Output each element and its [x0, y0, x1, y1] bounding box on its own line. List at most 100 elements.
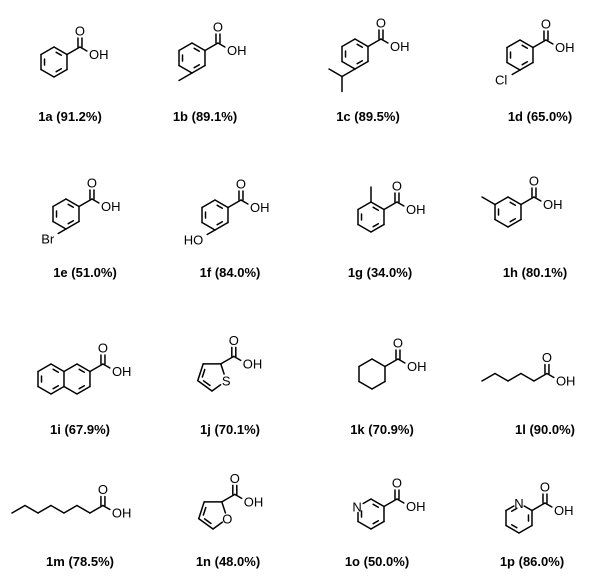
bond-line [523, 505, 533, 512]
bond-line [380, 38, 389, 44]
compound-label: 1m (78.5%) [46, 554, 114, 569]
double-bond-line [193, 47, 201, 53]
bond-line [494, 218, 509, 228]
bond-line [519, 39, 534, 49]
bond-line [197, 501, 205, 520]
carbonyl-oxygen-label: O [540, 480, 550, 495]
bond-line [357, 223, 372, 233]
bond-line [66, 46, 81, 56]
compound-yield: (91.2%) [56, 109, 102, 124]
bond-line [519, 61, 534, 71]
bond-line [507, 196, 522, 206]
carbonyl-oxygen-label: O [75, 24, 85, 39]
bond-line [191, 64, 206, 74]
bond-line [63, 385, 78, 395]
bond-line [206, 229, 216, 236]
bond-line [520, 196, 535, 206]
hydroxyl-label: OH [227, 43, 247, 58]
bond-line [76, 385, 91, 395]
bond-line [383, 498, 398, 508]
bond-line [196, 379, 213, 392]
bond-line [518, 524, 533, 534]
bond-line [52, 220, 67, 230]
bond-line [178, 64, 193, 74]
carbonyl-oxygen-label: O [98, 482, 108, 497]
bond-line [370, 201, 385, 211]
compound-id: 1n [196, 554, 211, 569]
hydroxyl-label: OH [112, 506, 132, 521]
bond-line [511, 69, 521, 76]
hydroxyl-label: OH [101, 199, 121, 214]
compound-yield: (84.0%) [215, 265, 261, 280]
double-bond-line [372, 206, 380, 212]
carbonyl-oxygen-label: O [393, 336, 403, 351]
carbonyl-oxygen-label: O [98, 341, 108, 356]
double-bond-line [372, 222, 380, 228]
double-bond-line [67, 219, 75, 225]
bond-line [76, 504, 91, 514]
hydroxyl-label: OH [112, 364, 132, 379]
bond-line [65, 198, 80, 208]
bond-line [362, 498, 372, 505]
bond-line [505, 524, 520, 534]
double-bond-line [356, 43, 364, 49]
compound-label: 1n (48.0%) [196, 554, 260, 569]
bond-line [233, 355, 242, 362]
sulfur-label: S [222, 374, 231, 389]
hydroxyl-label: OH [390, 39, 410, 54]
bond-line [220, 363, 225, 375]
bond-line [11, 504, 26, 514]
bond-line [546, 372, 555, 379]
hydroxyl-label: OH [89, 47, 109, 62]
double-bond-line [216, 220, 224, 226]
bond-line [89, 363, 104, 373]
double-bond-line [52, 384, 60, 390]
compound-id: 1g [348, 265, 363, 280]
double-bond-line [372, 519, 380, 525]
bond-line [370, 520, 385, 530]
compound-id: 1h [503, 265, 518, 280]
compound-yield: (70.1%) [214, 422, 260, 437]
compound-yield: (50.0%) [364, 554, 410, 569]
double-bond-line [216, 204, 224, 210]
compound-label: 1j (70.1%) [200, 422, 260, 437]
bond-line [221, 493, 236, 503]
carbonyl-oxygen-label: O [236, 177, 246, 192]
bond-line [371, 358, 386, 368]
compound-yield: (67.9%) [64, 422, 110, 437]
compound-id: 1f [200, 265, 212, 280]
bond-line [383, 201, 398, 211]
bond-line [358, 358, 373, 368]
double-bond-line [203, 518, 212, 525]
compound-id: 1o [345, 554, 360, 569]
compound-yield: (78.5%) [68, 554, 114, 569]
double-bond-line [521, 44, 529, 50]
compound-yield: (89.5%) [354, 109, 400, 124]
hydroxyl-label: OH [243, 356, 263, 371]
compound-1f: O OH HO 1f (84.0%) [184, 177, 270, 281]
hydroxy-substituent-label: HO [184, 233, 204, 248]
nitrogen-label: N [352, 500, 361, 515]
compound-yield: (70.9%) [368, 422, 414, 437]
bond-line [506, 61, 521, 71]
bond-line [201, 199, 216, 209]
bond-line [201, 221, 216, 231]
bond-line [78, 198, 93, 208]
compound-label: 1c (89.5%) [336, 109, 400, 124]
hydroxyl-label: OH [250, 200, 269, 215]
bond-line [220, 355, 235, 365]
bond-line [53, 46, 68, 56]
bond-line [341, 68, 356, 78]
bond-line [37, 363, 52, 373]
bond-line [217, 42, 226, 48]
bond-line [53, 68, 68, 78]
bond-line [357, 201, 372, 211]
bond-line [102, 504, 111, 511]
double-bond-line [202, 506, 207, 516]
double-bond-line [193, 63, 201, 69]
compound-yield: (51.0%) [71, 265, 117, 280]
bond-line [191, 42, 206, 52]
